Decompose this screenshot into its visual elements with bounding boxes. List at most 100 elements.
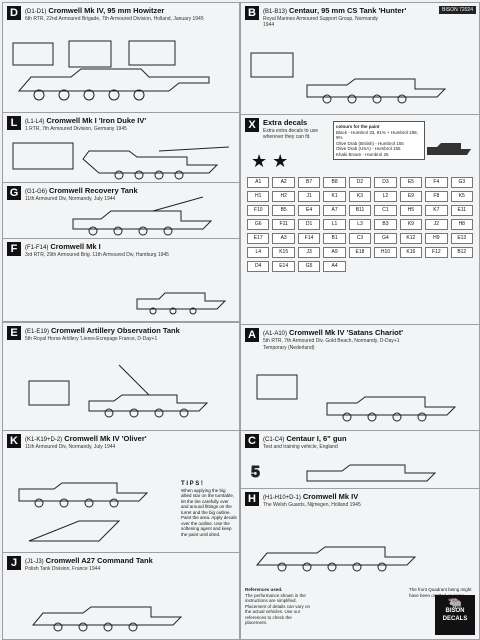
tank-drawing [250, 52, 447, 104]
decal-number-tile: A3 [272, 233, 295, 244]
decal-number-tile: H5 [399, 205, 423, 216]
decal-number-tile: H9 [425, 233, 448, 244]
decal-number-tile: B8 [323, 177, 346, 188]
panel-subtitle: 11th Armoured Div, Normandy, July 1944 [25, 444, 116, 450]
tank-drawing: 5 [251, 464, 437, 482]
decal-number-tile: F14 [297, 233, 321, 244]
decal-number-tile: G6 [247, 219, 270, 230]
panel-code: (H1-H10+D-1) [263, 495, 301, 501]
panel-code: (E1-E19) [25, 329, 50, 335]
decal-number-tile: B12 [450, 247, 473, 258]
decal-number-tile: J1 [297, 191, 321, 202]
tank-drawing [12, 142, 230, 180]
panel-letter: F [7, 242, 21, 256]
decal-number-tile: L3 [348, 219, 372, 230]
bison-icon: 🐃 [447, 596, 463, 610]
panel-title: Cromwell Artillery Observation Tank [51, 326, 180, 335]
panel-title: Centaur, 95 mm CS Tank 'Hunter' [289, 6, 407, 15]
tips-box: T I P S ! When applying the big allied s… [181, 481, 237, 537]
decal-number-tile: D4 [247, 261, 270, 272]
panel-subtitle: Test and training vehicle, England [263, 444, 338, 450]
tank-drawing [136, 292, 227, 315]
decal-number-tile: D1 [297, 219, 321, 230]
panel-subtitle: 6th RTR, 22nd Armoured Brigade, 7th Armo… [25, 16, 204, 22]
panel-g: G (G1-G6)Cromwell Recovery Tank 11th Arm… [2, 182, 240, 240]
decal-number-tile: K16 [399, 247, 423, 258]
number-decal: 5 [251, 464, 260, 481]
tank-silhouette-icon [427, 143, 471, 155]
decal-number-tile: E5 [399, 177, 423, 188]
panel-subtitle: The Welsh Guards, Nijmegen, Holland 1945 [263, 502, 361, 508]
star-decal-icon: ★ ★ [251, 151, 289, 171]
tank-drawing [18, 482, 149, 542]
decal-number-tile: B3 [374, 219, 397, 230]
decal-number-tile: A9 [323, 247, 346, 258]
decal-number-tile: K7 [425, 205, 448, 216]
colour-swatch: Olive Drab (USA) - Humbrol 155 [336, 146, 401, 151]
decal-number-tile: D2 [348, 177, 372, 188]
panel-title: Cromwell Mk I [50, 242, 101, 251]
colour-swatch: Olive Drab (British) - Humbrol 155 [336, 140, 404, 146]
panel-letter: K [7, 434, 21, 448]
panel-subtitle: Polish Tank Division, France 1944 [25, 566, 101, 572]
decal-number-tile: K15 [272, 247, 295, 258]
panel-code: (G1-G6) [25, 189, 48, 195]
decal-number-tile: L1 [323, 219, 346, 230]
panel-title: Cromwell Mk IV 'Satans Chariot' [289, 328, 404, 337]
panel-code: (L1-L4) [25, 119, 45, 125]
panel-title: Cromwell Mk IV [302, 492, 359, 501]
panel-letter: L [7, 116, 21, 130]
panel-code: (F1-F14) [25, 245, 49, 251]
colour-swatch: Black - Humbrol 33, 91% + Humbrol 198, 9… [336, 129, 418, 141]
panel-letter: G [7, 186, 21, 200]
panel-title: Extra decals [263, 118, 308, 127]
decal-number-tile: A7 [323, 205, 346, 216]
panel-code: (A1-A10) [263, 331, 288, 337]
panel-title: Centaur I, 6" gun [286, 434, 347, 443]
decal-number-tile: E9 [399, 191, 423, 202]
decal-number-tile: F12 [425, 247, 448, 258]
logo-bottom: DECALS [442, 616, 468, 622]
panel-e: E (E1-E19)Cromwell Artillery Observation… [2, 322, 240, 432]
panel-f: F (F1-F14)Cromwell Mk I 3rd RTR, 29th Ar… [2, 238, 240, 322]
decal-number-tile: E11 [450, 205, 473, 216]
panel-code: (J1-J3) [25, 559, 44, 565]
brand-code: BISON 72024 [439, 6, 476, 14]
decal-number-tile: G3 [450, 177, 473, 188]
colour-key-title: colours for the paint [336, 124, 380, 129]
panel-letter: E [7, 326, 21, 340]
panel-title: Cromwell Mk IV, 95 mm Howitzer [48, 6, 165, 15]
decal-number-tile: A4 [323, 261, 346, 272]
decal-number-tile: J3 [297, 247, 321, 258]
panel-subtitle: 1 RTR, 7th Armoured Division, Germany 19… [25, 126, 127, 132]
panel-code: (B1-B13) [263, 9, 288, 15]
panel-letter: X [245, 118, 259, 132]
decal-number-tile: B5 [272, 205, 295, 216]
panel-title: Cromwell A27 Command Tank [45, 556, 153, 565]
decal-number-tile: B1 [323, 233, 346, 244]
decal-number-tile: H10 [374, 247, 397, 258]
decal-number-tile: F8 [425, 191, 448, 202]
decal-number-tile: E13 [450, 233, 473, 244]
decal-number-tile: F10 [247, 205, 270, 216]
extra-note: Extra extra decals to use wherever they … [263, 128, 319, 140]
decal-number-tile: H1 [247, 191, 270, 202]
panel-l: L (L1-L4)Cromwell Mk I 'Iron Duke IV' 1 … [2, 112, 240, 184]
decal-number-tile: L4 [247, 247, 270, 258]
decal-number-tile: E4 [297, 205, 321, 216]
panel-subtitle: 5th Royal Horse Artillery 'Lieres-Ecrepa… [25, 336, 158, 342]
decal-number-tile: E18 [348, 247, 372, 258]
references-title: References used. [245, 587, 283, 592]
panel-letter: B [245, 6, 259, 20]
decal-number-tile: H8 [450, 219, 473, 230]
panel-title: Cromwell Recovery Tank [49, 186, 138, 195]
tank-drawing [255, 546, 417, 572]
panel-title: Cromwell Mk I 'Iron Duke IV' [46, 116, 147, 125]
temporary-note: Temporary (Nederland) [263, 345, 315, 351]
decal-number-tile: D3 [374, 177, 397, 188]
panel-subtitle: Royal Marines Armoured Support Group, No… [263, 16, 379, 28]
panel-k: K (K1-K19+D-2)Cromwell Mk IV 'Oliver' 11… [2, 430, 240, 554]
tank-drawing [72, 196, 213, 236]
panel-letter: H [245, 492, 259, 506]
